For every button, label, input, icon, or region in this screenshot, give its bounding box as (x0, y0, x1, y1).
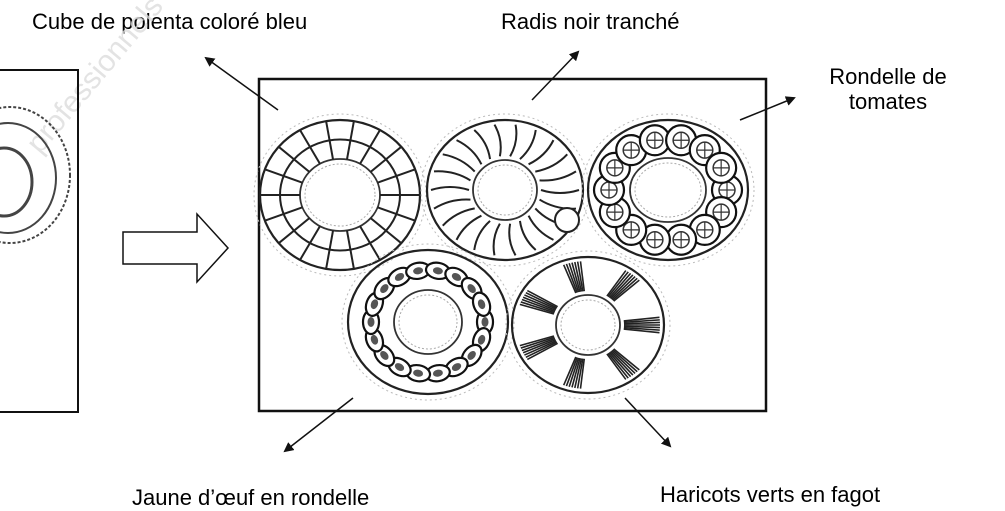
arrow-haricots (625, 398, 670, 446)
arrow-polenta (206, 58, 278, 110)
arrow-radis (532, 52, 578, 100)
ring-polenta (254, 114, 426, 276)
ring-haricots (506, 251, 670, 399)
watermark: professionnels (20, 0, 170, 159)
hollow-arrow (123, 214, 228, 282)
arrow-jaune (285, 398, 353, 451)
ring-jaune (342, 244, 514, 400)
ring-radis (421, 114, 589, 266)
ring-tomates (582, 114, 754, 266)
